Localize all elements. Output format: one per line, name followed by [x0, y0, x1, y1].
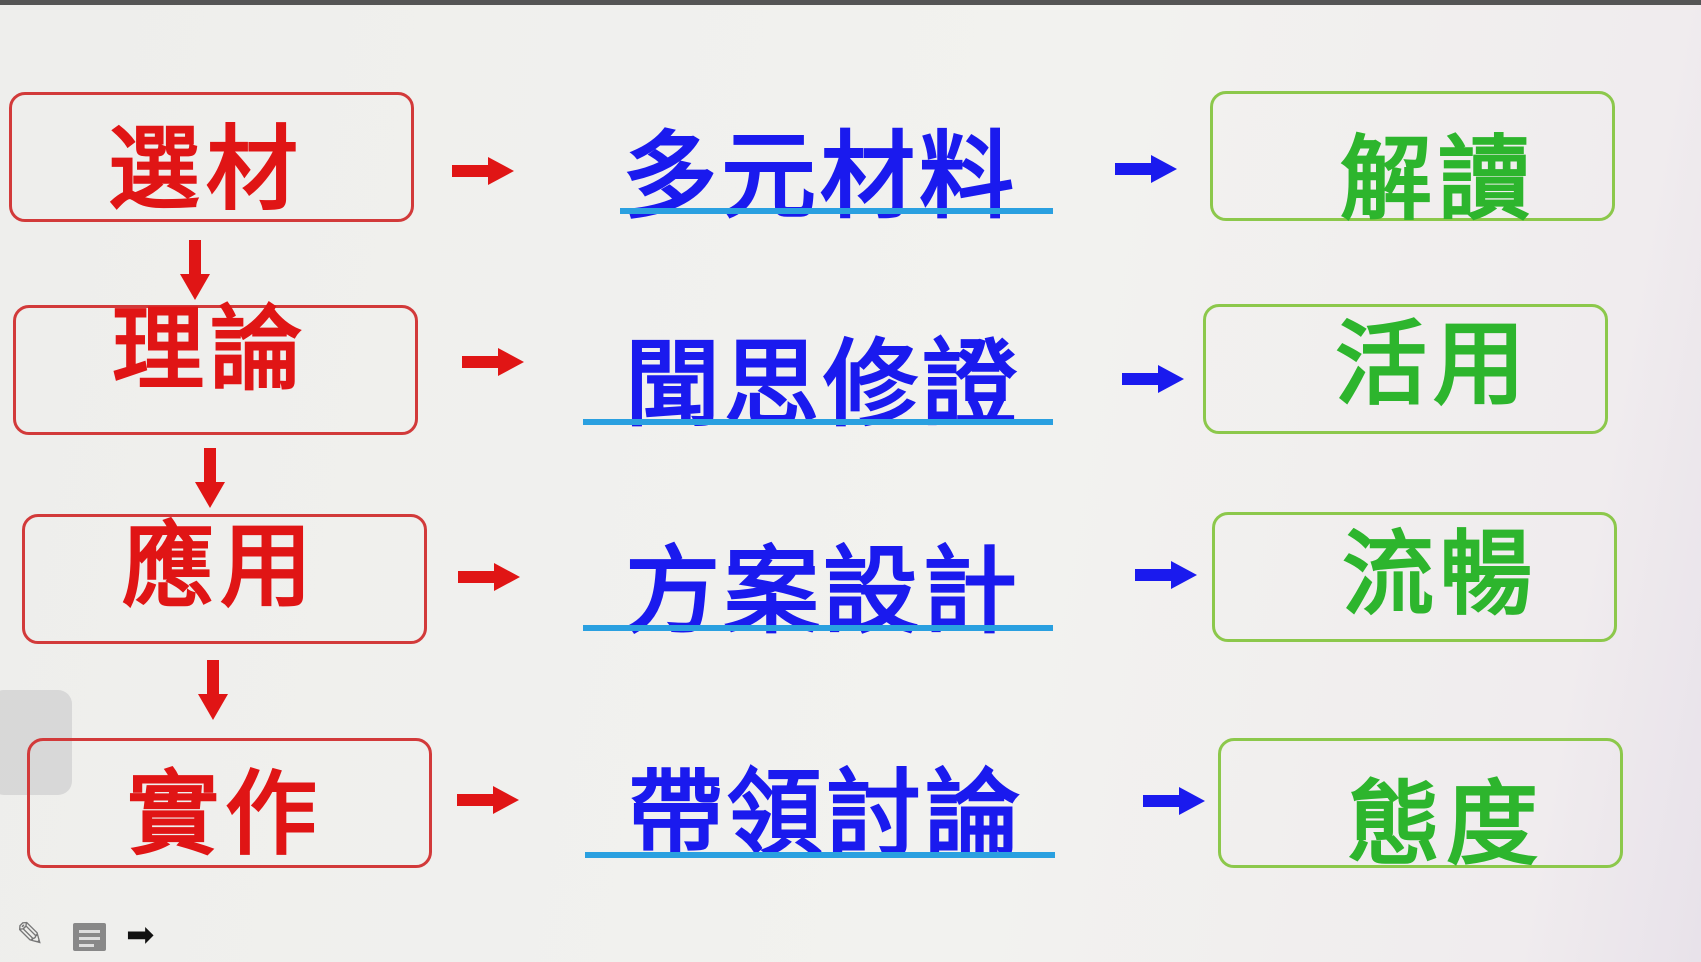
arrow-down-icon: [180, 240, 210, 300]
underline: [583, 419, 1053, 425]
pointer-icon[interactable]: ➡: [126, 915, 155, 955]
right-box-3: [1212, 512, 1617, 642]
underline: [583, 625, 1053, 631]
notes-icon[interactable]: [73, 923, 106, 951]
left-label-2: 理論: [112, 296, 309, 403]
left-label-4: 實作: [127, 761, 324, 868]
middle-label-4: 帶領討論: [628, 760, 1025, 870]
left-label-1: 選材: [108, 116, 305, 223]
middle-label-3: 方案設計: [625, 537, 1022, 647]
right-box-2: [1203, 304, 1608, 434]
left-box-3: [22, 514, 427, 644]
underline: [620, 208, 1053, 214]
left-box-2: [13, 305, 418, 435]
left-label-3: 應用: [122, 513, 319, 620]
right-label-3: 流暢: [1342, 521, 1539, 628]
right-box-1: [1210, 91, 1615, 221]
left-box-1: [9, 92, 414, 222]
arrow-down-icon: [195, 448, 225, 508]
pencil-icon[interactable]: ✎: [16, 915, 45, 955]
right-label-2: 活用: [1335, 311, 1532, 418]
left-box-4: [27, 738, 432, 868]
middle-label-1: 多元材料: [622, 122, 1019, 232]
right-label-4: 態度: [1348, 771, 1545, 878]
underline: [585, 852, 1055, 858]
top-edge: [0, 0, 1701, 5]
arrow-down-icon: [198, 660, 228, 720]
right-box-4: [1218, 738, 1623, 868]
right-label-1: 解讀: [1340, 126, 1537, 233]
